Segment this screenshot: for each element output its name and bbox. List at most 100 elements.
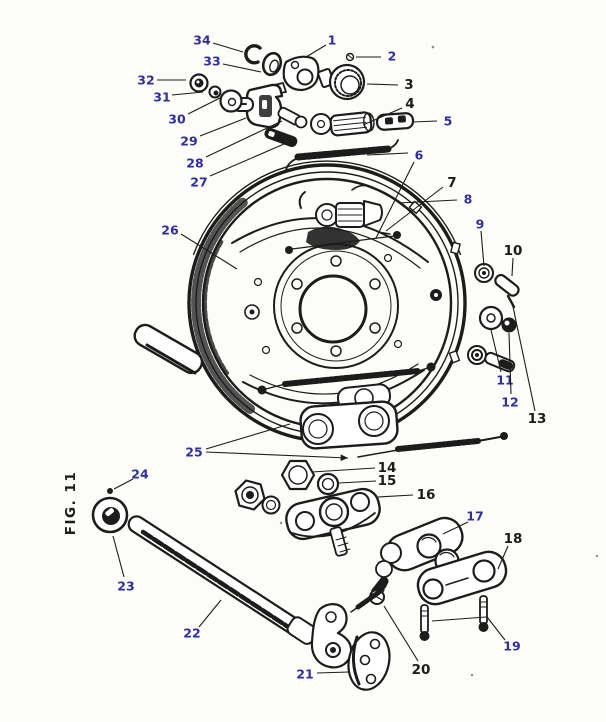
adjuster-dome <box>317 63 366 101</box>
callout-33: 33 <box>203 54 220 69</box>
spring-washer <box>316 472 340 496</box>
callout-22: 22 <box>183 626 200 641</box>
adjuster-bolt <box>277 106 308 129</box>
callout-29: 29 <box>180 134 197 149</box>
callout-17: 17 <box>466 509 483 524</box>
leader-line-19 <box>486 616 506 641</box>
leader-line-30 <box>187 97 221 115</box>
lock-ring <box>261 495 281 515</box>
anchor-plate <box>285 487 381 557</box>
callout-24: 24 <box>131 467 149 482</box>
leader-line-14 <box>311 467 376 473</box>
callout-25: 25 <box>185 445 202 460</box>
leader-line-21 <box>316 671 350 674</box>
cover-plate <box>282 55 320 92</box>
leader-line-34 <box>212 42 244 53</box>
leader-line-11 <box>490 329 502 373</box>
leader-line-9 <box>480 230 485 267</box>
handbrake-cable <box>357 432 508 458</box>
adjuster-nut <box>189 73 209 93</box>
leader-line-6 <box>375 161 415 239</box>
callout-23: 23 <box>117 579 134 594</box>
bushing-pin <box>107 488 113 494</box>
lower-return-spring <box>257 362 436 395</box>
splined-barrel <box>329 111 375 137</box>
cam-plate <box>347 631 391 691</box>
callout-6: 6 <box>415 148 424 163</box>
callout-19: 19 <box>503 639 520 654</box>
callout-7: 7 <box>447 175 456 191</box>
callout-30: 30 <box>168 112 186 127</box>
leader-line-22 <box>198 599 222 628</box>
circlip <box>244 44 262 65</box>
callout-16: 16 <box>417 487 436 503</box>
callout-1: 1 <box>328 33 337 48</box>
leader-line-6 <box>366 152 409 156</box>
stub-axle-tube <box>133 323 204 375</box>
callout-8: 8 <box>464 192 473 207</box>
leader-line-10 <box>511 257 514 277</box>
callout-15: 15 <box>378 473 397 489</box>
adjuster-housing <box>232 82 287 129</box>
leader-line-3 <box>366 83 399 86</box>
nut-right-dark <box>501 317 517 333</box>
plain-washer <box>219 89 243 113</box>
callout-layer: 1234567891011121314151617181920212223242… <box>112 33 547 682</box>
leader-line-27 <box>209 143 285 177</box>
callout-10: 10 <box>504 243 523 259</box>
callout-32: 32 <box>137 73 154 88</box>
grub-screw <box>345 52 355 62</box>
nut-lower-right <box>467 345 487 365</box>
scan-specks <box>279 45 599 677</box>
callout-12: 12 <box>501 395 518 410</box>
leader-line-5 <box>412 120 438 123</box>
lever-spring <box>350 577 388 613</box>
leader-line-8 <box>397 199 458 204</box>
handbrake-lever <box>286 603 353 669</box>
hub-bolt-holes <box>291 255 381 357</box>
collet <box>208 85 222 99</box>
leader-line-15 <box>338 480 377 484</box>
callout-26: 26 <box>161 223 179 238</box>
seal-ring <box>261 51 283 77</box>
plate-screw <box>244 304 260 320</box>
nut-upper-right <box>474 263 494 283</box>
tappet-cylinder <box>375 112 415 131</box>
leader-line-16 <box>377 494 414 498</box>
leader-line-33 <box>222 63 262 73</box>
bolt-lower-right <box>484 351 516 373</box>
leader-line-12 <box>508 332 512 395</box>
leader-line-17 <box>442 521 469 535</box>
callout-27: 27 <box>190 175 207 190</box>
callout-13: 13 <box>528 411 547 427</box>
pull-off-spring <box>285 139 399 171</box>
leader-line-28 <box>205 120 283 158</box>
callout-28: 28 <box>186 156 203 171</box>
leader-arrowhead-25 <box>340 454 348 461</box>
upper-return-spring <box>285 231 401 254</box>
wheel-cylinder <box>299 383 399 450</box>
rim-lugs <box>408 200 461 364</box>
leader-line-25 <box>205 423 291 450</box>
washer-right <box>478 305 504 331</box>
rod-bushing <box>91 496 129 534</box>
link-pins <box>419 595 489 641</box>
callout-9: 9 <box>476 217 485 232</box>
rim-shading <box>191 197 257 416</box>
figure-label: FIG. 11 <box>63 471 79 535</box>
leader-line-13 <box>511 301 536 412</box>
callout-3: 3 <box>404 77 413 93</box>
callout-11: 11 <box>496 373 513 388</box>
leader-line-24 <box>113 478 134 490</box>
leader-line-25 <box>205 451 349 459</box>
trunnion-fork <box>375 516 464 578</box>
clevis-pin <box>494 273 520 297</box>
callout-18: 18 <box>504 531 523 547</box>
callout-2: 2 <box>388 49 397 64</box>
leader-line-18 <box>497 545 509 570</box>
leader-line-20 <box>383 605 419 662</box>
rim-bolt <box>430 289 442 301</box>
plate-holes <box>253 253 403 355</box>
